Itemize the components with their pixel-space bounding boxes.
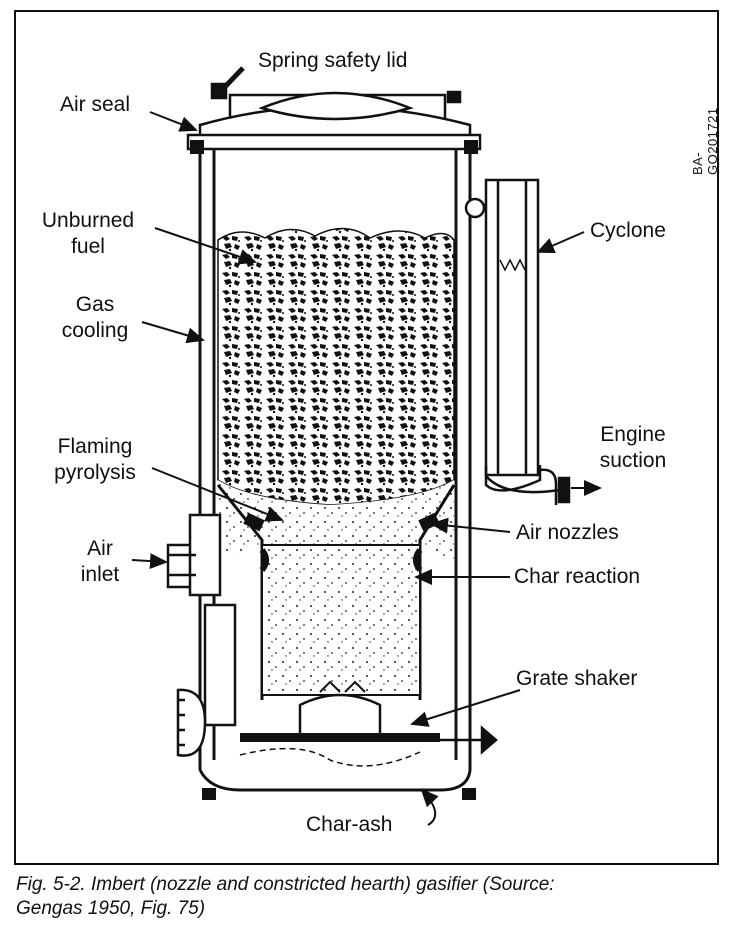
leader-air-nozzles (430, 517, 511, 534)
label-air-inlet-line2: inlet (80, 563, 120, 586)
leader-gas-cooling (141, 321, 205, 344)
figure-code: BA-GO201721 (690, 107, 720, 175)
leader-cyclone (536, 231, 585, 253)
label-air-inlet-line1: Air (87, 537, 113, 560)
label-flaming-pyrolysis-line2: pyrolysis (54, 461, 136, 484)
label-spring-safety-lid: Spring safety lid (258, 49, 408, 72)
leader-char-ash (420, 788, 439, 826)
label-engine-suction-line2: suction (599, 449, 667, 472)
leader-air-seal (149, 111, 198, 132)
label-gas-cooling-line2: cooling (61, 319, 129, 342)
vessel-feet (202, 788, 476, 800)
figure-frame (14, 10, 719, 865)
label-cyclone: Cyclone (590, 219, 666, 242)
label-air-seal: Air seal (60, 93, 131, 116)
unburned-fuel-bed (217, 227, 455, 506)
air-nozzles (243, 512, 440, 532)
air-inlet-assembly (166, 513, 237, 757)
air-seal (186, 133, 482, 154)
label-char-ash: Char-ash (306, 813, 393, 836)
label-air-nozzles: Air nozzles (516, 521, 619, 544)
caption-line-1: Fig. 5-2. Imbert (nozzle and constricted… (16, 874, 555, 895)
leader-grate-shaker (410, 689, 521, 727)
label-flaming-pyrolysis-line1: Flaming (57, 435, 133, 458)
char-ash-flow (239, 747, 421, 767)
label-engine-suction-line1: Engine (600, 423, 666, 446)
label-unburned-fuel-line1: Unburned (41, 209, 135, 232)
label-unburned-fuel-line2: fuel (71, 235, 105, 258)
cyclone (464, 178, 571, 505)
leader-unburned-fuel (154, 227, 257, 265)
label-grate-shaker: Grate shaker (516, 667, 638, 690)
caption-line-2: Gengas 1950, Fig. 75) (16, 898, 206, 919)
label-gas-cooling-line1: Gas (75, 293, 115, 316)
leader-flaming-pyrolysis (151, 467, 284, 522)
constricted-hearth (216, 484, 456, 700)
pyrolysis-zone (218, 480, 454, 560)
leader-air-inlet (131, 553, 168, 570)
label-char-reaction: Char reaction (514, 565, 641, 588)
figure-caption: Fig. 5-2. Imbert (nozzle and constricted… (16, 873, 721, 921)
grate-shaker (440, 725, 498, 755)
spring-safety-lid (198, 66, 472, 142)
grate (240, 680, 440, 742)
leader-lines (131, 111, 585, 826)
